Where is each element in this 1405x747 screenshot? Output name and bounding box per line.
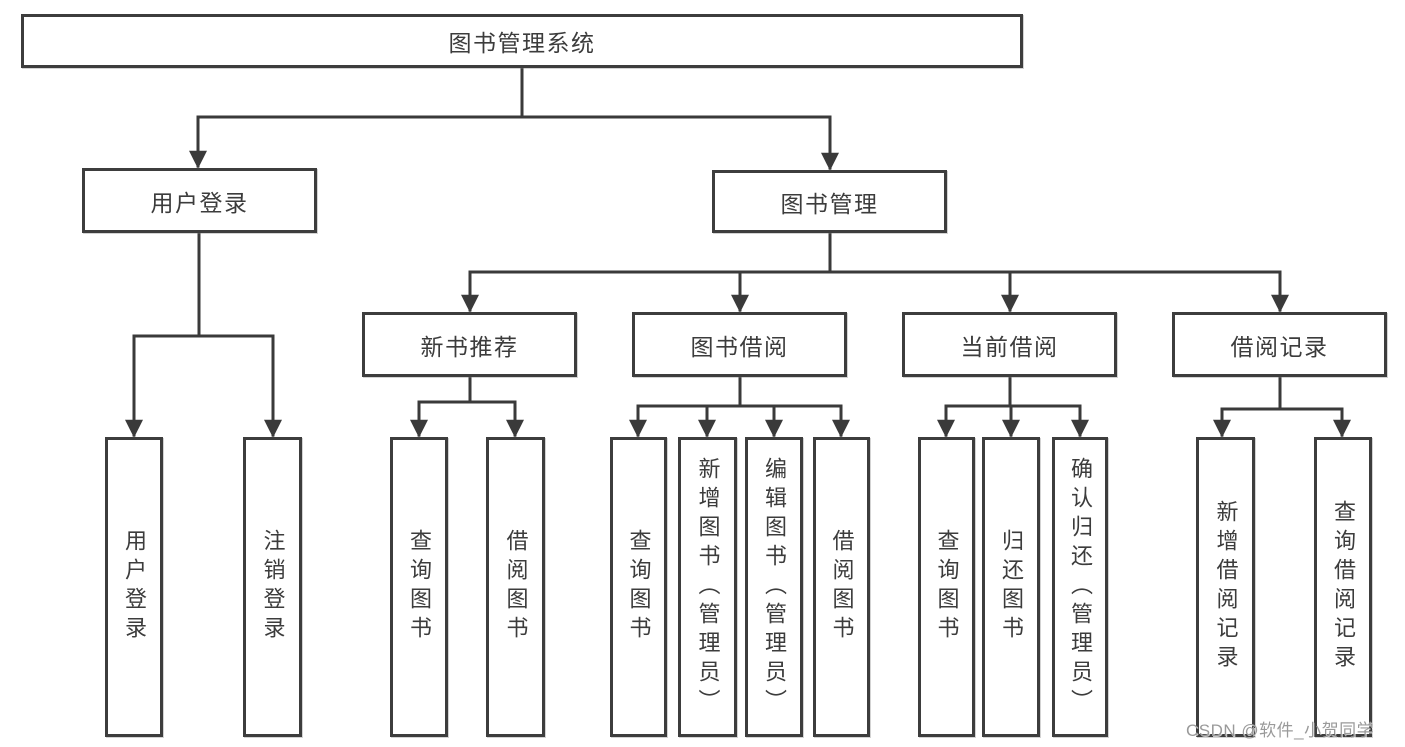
node-new-book-rec: 新书推荐 (362, 312, 577, 377)
node-leaf-cb-confirm: 确认归还（管理员） (1052, 437, 1108, 737)
node-root-label: 图书管理系统 (448, 30, 596, 56)
node-book-mgmt-label: 图书管理 (780, 190, 879, 217)
node-book-borrow-label: 图书借阅 (690, 333, 789, 360)
node-leaf-cb-return: 归还图书 (982, 437, 1040, 737)
node-user-login-label: 用户登录 (150, 189, 249, 216)
node-leaf-logout: 注销登录 (243, 437, 302, 737)
node-book-mgmt: 图书管理 (712, 170, 947, 233)
node-leaf-nb-query: 查询图书 (390, 437, 448, 737)
node-leaf-cb-query: 查询图书 (918, 437, 975, 737)
node-leaf-br-add: 新增借阅记录 (1196, 437, 1255, 737)
node-leaf-bb-edit: 编辑图书（管理员） (745, 437, 803, 737)
node-leaf-bb-borrow-label: 借阅图书 (829, 529, 855, 645)
node-root: 图书管理系统 (21, 14, 1023, 68)
node-leaf-br-add-label: 新增借阅记录 (1213, 500, 1239, 674)
node-leaf-nb-borrow: 借阅图书 (486, 437, 545, 737)
node-leaf-cb-query-label: 查询图书 (934, 529, 960, 645)
node-user-login: 用户登录 (82, 168, 317, 233)
node-current-borrow: 当前借阅 (902, 312, 1117, 377)
node-leaf-bb-edit-label: 编辑图书（管理员） (762, 456, 787, 718)
node-leaf-bb-add-label: 新增图书（管理员） (695, 456, 721, 718)
node-leaf-logout-label: 注销登录 (260, 529, 286, 645)
node-leaf-nb-query-label: 查询图书 (407, 529, 432, 645)
node-leaf-cb-confirm-label: 确认归还（管理员） (1068, 456, 1093, 718)
csdn-watermark: CSDN @软件_小贺同学 (1186, 721, 1375, 740)
node-leaf-br-query-label: 查询借阅记录 (1331, 500, 1356, 674)
node-leaf-bb-add: 新增图书（管理员） (678, 437, 737, 737)
node-borrow-record: 借阅记录 (1172, 312, 1387, 377)
node-leaf-user-login-label: 用户登录 (122, 529, 147, 645)
node-leaf-bb-query-label: 查询图书 (626, 529, 652, 645)
node-leaf-user-login: 用户登录 (105, 437, 163, 737)
node-book-borrow: 图书借阅 (632, 312, 847, 377)
node-new-book-rec-label: 新书推荐 (420, 333, 519, 360)
node-leaf-nb-borrow-label: 借阅图书 (503, 529, 529, 645)
node-leaf-bb-query: 查询图书 (610, 437, 667, 737)
node-leaf-bb-borrow: 借阅图书 (813, 437, 870, 737)
node-leaf-br-query: 查询借阅记录 (1314, 437, 1372, 737)
node-leaf-cb-return-label: 归还图书 (999, 529, 1024, 645)
node-borrow-record-label: 借阅记录 (1230, 333, 1329, 360)
node-current-borrow-label: 当前借阅 (960, 333, 1059, 360)
